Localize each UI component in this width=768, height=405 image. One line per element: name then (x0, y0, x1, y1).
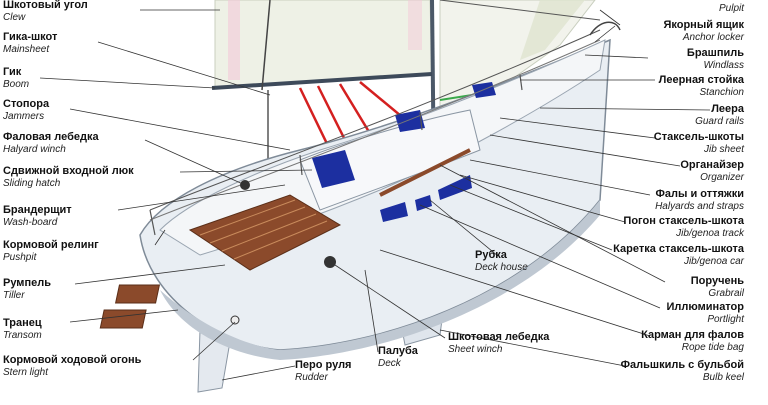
leader-lines (39, 9, 711, 381)
portlight (380, 202, 408, 222)
label-rudder: Перо руля Rudder (295, 359, 352, 383)
label-anchor-locker: Якорный ящик Anchor locker (663, 19, 744, 43)
guard-rail (149, 29, 601, 211)
stern-light (230, 315, 240, 325)
label-deck-house: Рубка Deck house (475, 249, 528, 273)
label-stern-light: Кормовой ходовой огонь Stern light (3, 354, 142, 378)
jib-shade (520, 0, 585, 60)
label-rope-bag: Карман для фалов Rope tide bag (641, 329, 744, 353)
label-jib-track: Погон стаксель-шкота Jib/genoa track (623, 215, 744, 239)
sail-seam (228, 0, 240, 80)
transom-step (99, 309, 147, 329)
label-transom: Транец Transom (3, 317, 42, 341)
forestay (439, 0, 601, 21)
label-halyards-straps: Фалы и оттяжки Halyards and straps (655, 188, 744, 212)
label-organizer: Органайзер Organizer (680, 159, 744, 183)
transom-step (114, 284, 161, 304)
label-boom: Гик Boom (3, 66, 30, 90)
label-guard-rails: Леера Guard rails (695, 103, 744, 127)
pulpit (589, 21, 621, 36)
label-stanchion: Леерная стойка Stanchion (658, 74, 744, 98)
label-grabrail: Поручень Grabrail (690, 275, 744, 299)
label-mainsheet: Гика-шкот Mainsheet (3, 31, 58, 55)
backstay (261, 0, 271, 91)
stanchions (149, 74, 523, 236)
label-tiller: Румпель Tiller (3, 277, 51, 301)
label-windlass: Брашпиль Windlass (686, 47, 744, 71)
label-portlight: Иллюминатор Portlight (666, 301, 744, 325)
label-bulb-keel: Фальшкиль с бульбой Bulb keel (620, 359, 744, 383)
portlight (438, 175, 472, 200)
boom (211, 72, 433, 90)
label-pulpit: Pulpit (718, 3, 744, 14)
label-jib-car: Каретка стаксель-шкота Jib/genoa car (613, 243, 744, 267)
guard-rail (149, 39, 601, 221)
sheet-winch (324, 256, 336, 268)
sail-seam (408, 0, 422, 50)
label-deck: Палуба Deck (378, 345, 418, 369)
label-halyard-winch: Фаловая лебедка Halyard winch (3, 131, 99, 155)
deck-house (299, 109, 481, 211)
label-clew: Шкотовый угол Clew (3, 0, 88, 23)
portlight (415, 195, 432, 211)
label-sliding-hatch: Сдвижной входной люк Sliding hatch (3, 165, 134, 189)
hull-shadow (160, 200, 600, 360)
teak-slats (199, 199, 328, 260)
hatch-window (395, 110, 425, 132)
label-pushpit: Кормовой релинг Pushpit (3, 239, 99, 263)
hatch-window (312, 150, 355, 188)
label-wash-board: Брандерщит Wash-board (3, 204, 72, 228)
label-jib-sheet: Стаксель-шкоты Jib sheet (653, 131, 744, 155)
cockpit-teak (188, 194, 342, 271)
grabrail (379, 148, 471, 197)
label-sheet-winch: Шкотовая лебедка Sheet winch (448, 331, 550, 355)
label-jammers: Стопора Jammers (3, 98, 50, 122)
